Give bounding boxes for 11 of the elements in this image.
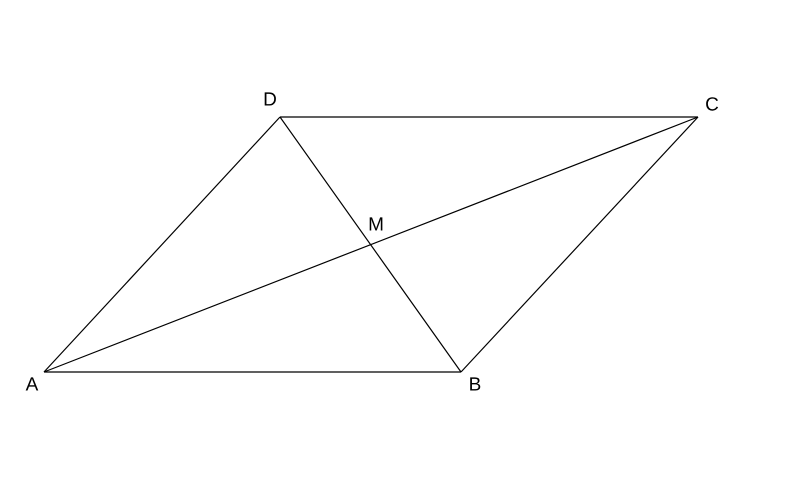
vertex-label: A (26, 376, 38, 394)
vertex-label: B (468, 376, 482, 394)
vertex-label: D (263, 90, 277, 110)
line-segment (44, 371, 461, 373)
vertex-label: C (705, 96, 719, 114)
line-segment (460, 116, 698, 372)
line-segment (280, 116, 462, 372)
line-segment (44, 116, 280, 372)
point-label: M (368, 216, 384, 234)
line-segment (280, 116, 698, 118)
line-segment (44, 116, 698, 373)
